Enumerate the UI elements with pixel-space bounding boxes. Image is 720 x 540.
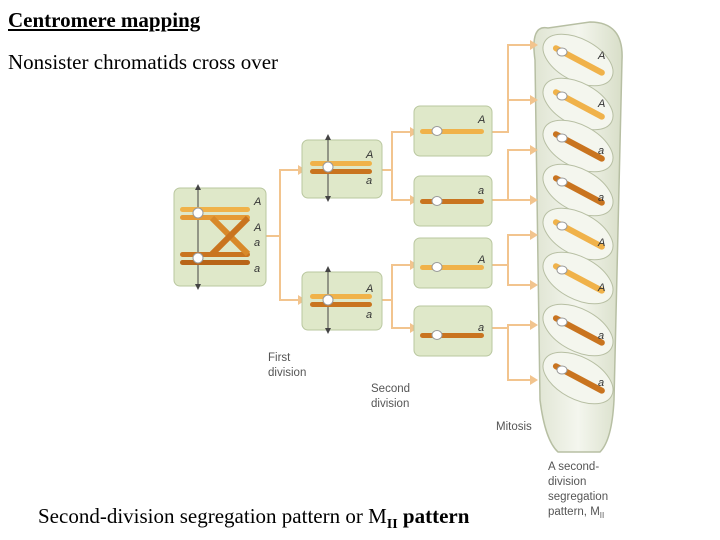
second-division-cell-1: A [413, 105, 493, 157]
ascospore-4: a [542, 163, 614, 217]
ascospore-1: A [542, 33, 614, 87]
second-division-label-line2: division [371, 398, 409, 410]
ascus-allele-5: A [597, 237, 605, 249]
ascospore-2: A [542, 77, 614, 131]
second-allele-3: A [477, 254, 485, 266]
ascus-allele-3: a [598, 145, 604, 157]
ascus-allele-8: a [598, 377, 604, 389]
ascospore-6: A [542, 251, 614, 305]
ascus-allele-1: A [597, 50, 605, 62]
caption-sub: II [386, 517, 398, 533]
start-allele-3: a [254, 237, 260, 249]
pattern-note-line1: A second- [548, 461, 599, 473]
ascus-allele-2: A [597, 98, 605, 110]
ascospore-3: a [542, 119, 614, 173]
first-division-label-line1: First [268, 352, 291, 364]
ascospore-7: a [542, 303, 614, 357]
start-allele-1: A [253, 196, 261, 208]
first-top-allele-2: a [366, 175, 372, 187]
second-allele-1: A [477, 114, 485, 126]
start-cell: A A a a [173, 184, 267, 290]
first-bottom-allele-1: A [365, 283, 373, 295]
slide-title: Centromere mapping [8, 8, 201, 32]
slide-subtitle: Nonsister chromatids cross over [8, 50, 279, 74]
first-top-allele-1: A [365, 149, 373, 161]
pattern-note-line3: segregation [548, 491, 608, 503]
second-allele-2: a [478, 185, 484, 197]
second-division-cell-4: a [413, 305, 493, 357]
ascus-allele-6: A [597, 282, 605, 294]
pattern-note-sub: II [600, 511, 604, 520]
pattern-note-line2: division [548, 476, 586, 488]
first-bottom-allele-2: a [366, 309, 372, 321]
first-division-label-line2: division [268, 367, 306, 379]
ascus-allele-7: a [598, 330, 604, 342]
first-division-top-cell: A a [301, 134, 383, 202]
caption-tail: pattern [402, 504, 470, 528]
second-division-label-line1: Second [371, 383, 410, 395]
second-allele-4: a [478, 322, 484, 334]
ascospores: A A a a A A [542, 33, 614, 405]
pattern-note-line4: pattern, MII [548, 506, 604, 520]
second-division-cell-3: A [413, 237, 493, 289]
caption-text: Second-division segregation pattern or M [38, 504, 387, 528]
start-allele-2: A [253, 222, 261, 234]
mitosis-label: Mitosis [496, 421, 532, 433]
second-division-cell-2: a [413, 175, 493, 227]
ascus-allele-4: a [598, 192, 604, 204]
first-division-bottom-cell: A a [301, 266, 383, 334]
ascospore-5: A [542, 207, 614, 261]
ascospore-8: a [542, 351, 614, 405]
slide-caption: Second-division segregation pattern or M… [38, 504, 469, 533]
start-allele-4: a [254, 263, 260, 275]
